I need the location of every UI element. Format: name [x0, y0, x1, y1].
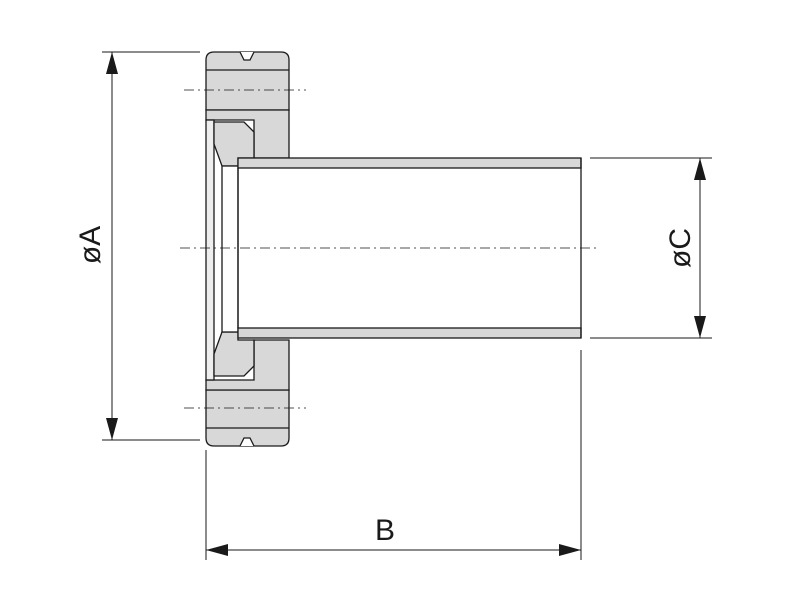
dim-b-arrow-right [559, 544, 581, 556]
dimension-b: B [206, 514, 581, 556]
dim-a-label: øA [74, 226, 107, 264]
dim-c-arrow-top [694, 158, 706, 180]
flange-bottom-body [205, 339, 290, 391]
tube-wall-top [237, 157, 582, 169]
flange-top-rim [205, 51, 290, 111]
dim-b-arrow-left [206, 544, 228, 556]
flange-bore [221, 165, 239, 333]
extension-lines [102, 51, 712, 560]
dim-c-arrow-bottom [694, 316, 706, 338]
dim-a-arrow-top [106, 52, 118, 74]
flange-top-notch [239, 51, 255, 61]
tube [237, 157, 582, 339]
flange-bottom-notch [239, 437, 255, 447]
dimension-c: øC [664, 158, 706, 338]
dim-a-arrow-bottom [106, 418, 118, 440]
tube-wall-bottom [237, 327, 582, 339]
flange-face [205, 119, 215, 381]
dimension-a: øA [74, 52, 118, 440]
flange [205, 51, 290, 447]
dim-c-label: øC [664, 228, 697, 268]
flange-bottom-rim [205, 389, 290, 447]
dim-b-label: B [375, 514, 395, 547]
center-lines [180, 89, 598, 409]
